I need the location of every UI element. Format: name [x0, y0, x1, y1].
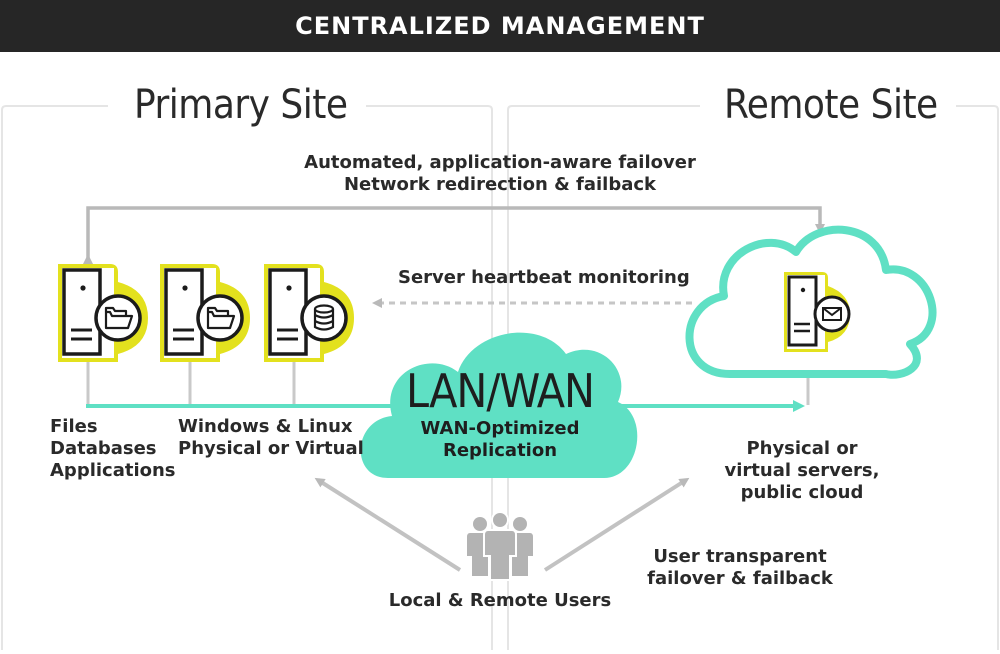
people-icon	[467, 511, 533, 581]
user-arrows	[314, 477, 690, 572]
failover-arrow	[83, 206, 825, 264]
user-transparent-caption: User transparent failover & failback	[640, 546, 840, 590]
database-icon	[313, 304, 335, 331]
lan-wan-title: LAN/WAN	[406, 364, 595, 418]
replication-line-1: WAN-Optimized	[420, 418, 580, 439]
remote-targets-list: Physical or virtual servers, public clou…	[712, 438, 892, 504]
data-types-list: Files Databases Applications	[50, 416, 176, 482]
users-caption: Local & Remote Users	[388, 590, 612, 611]
banner-title: CENTRALIZED MANAGEMENT	[295, 12, 705, 40]
replication-caption: WAN-Optimized Replication	[400, 418, 600, 462]
platforms-list: Windows & Linux Physical or Virtual	[178, 416, 364, 460]
server-connectors	[86, 362, 810, 405]
server-2	[160, 264, 250, 362]
lan-wan-cloud	[360, 332, 638, 478]
remote-site-title: Remote Site	[706, 80, 956, 130]
server-3	[264, 264, 354, 362]
folder-icon	[104, 306, 134, 330]
remote-site-frame	[507, 105, 999, 650]
replication-line-2: Replication	[442, 440, 558, 461]
heartbeat-caption: Server heartbeat monitoring	[398, 267, 690, 288]
folder-icon	[206, 306, 236, 330]
failover-caption: Automated, application-aware failover Ne…	[300, 152, 700, 196]
data-type-item: Files	[50, 416, 98, 437]
remote-target-item: virtual servers,	[724, 460, 880, 481]
remote-target-item: Physical or	[746, 438, 858, 459]
primary-site-frame	[1, 105, 493, 650]
platform-item: Physical or Virtual	[178, 438, 364, 459]
data-type-item: Databases	[50, 438, 157, 459]
user-transparent-line-1: User transparent	[653, 546, 827, 567]
server-1	[58, 264, 148, 362]
primary-site-title: Primary Site	[116, 80, 366, 130]
centralized-management-banner: CENTRALIZED MANAGEMENT	[0, 0, 1000, 52]
remote-server	[784, 272, 851, 352]
user-transparent-line-2: failover & failback	[647, 568, 833, 589]
platform-item: Windows & Linux	[178, 416, 353, 437]
envelope-icon	[822, 307, 842, 321]
failover-line-2: Network redirection & failback	[343, 174, 657, 195]
failover-line-1: Automated, application-aware failover	[304, 152, 696, 173]
data-type-item: Applications	[50, 460, 176, 481]
remote-target-item: public cloud	[740, 482, 864, 503]
